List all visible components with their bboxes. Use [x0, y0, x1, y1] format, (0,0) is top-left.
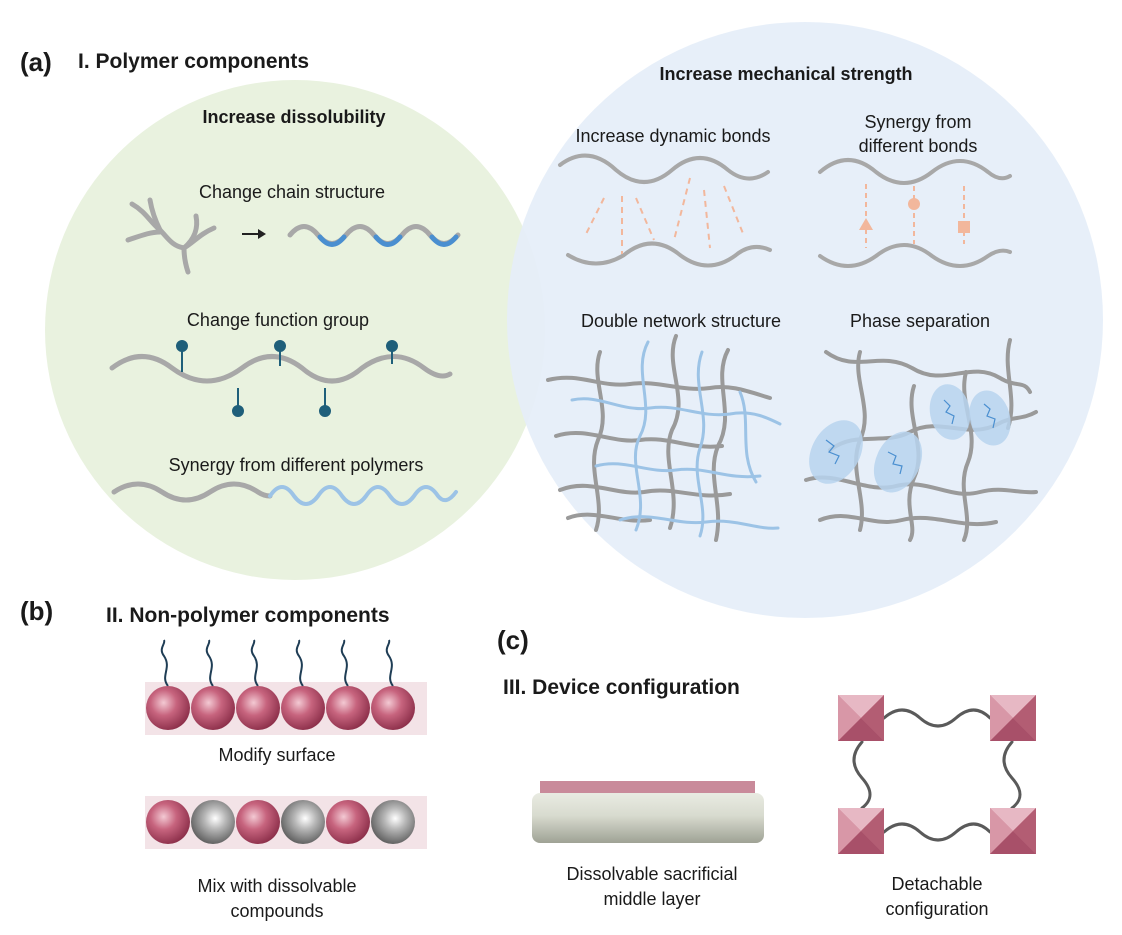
surface-ligands-icon: [160, 639, 394, 687]
chain-highlight-icon: [317, 234, 459, 247]
panel-b-tag: (b): [20, 596, 54, 626]
double-network-label: Double network structure: [580, 311, 782, 331]
sacrificial-layer-label-line2: middle layer: [603, 889, 701, 909]
mixed-particles-icon: [146, 800, 415, 844]
branched-polymer-icon: [125, 197, 217, 275]
panel-c-tag: (c): [497, 625, 529, 655]
synergy-bonds-label-line2: different bonds: [858, 136, 978, 156]
arrow-icon: [242, 229, 266, 239]
dissolubility-circle: [45, 80, 545, 580]
panel-a-title: I. Polymer components: [78, 50, 310, 73]
dissolubility-heading: Increase dissolubility: [202, 107, 386, 127]
mix-dissolvable-label-line2: compounds: [230, 901, 324, 921]
blue-polymer-chain-icon: [268, 485, 458, 506]
functional-chain-icon: [109, 354, 453, 384]
detachable-config-icon: [838, 695, 1036, 854]
panel-a-tag: (a): [20, 47, 52, 77]
detachable-label-line1: Detachable: [891, 874, 983, 894]
gray-polymer-chain-icon: [111, 481, 273, 503]
sacrificial-layer-icon: [532, 781, 764, 843]
dynamic-bonds-label: Increase dynamic bonds: [575, 126, 771, 146]
change-function-group-label: Change function group: [186, 310, 370, 330]
dynamic-bonds-icon: [558, 153, 772, 268]
linear-chain-icon: [287, 224, 461, 246]
surface-particles-icon: [146, 686, 415, 730]
function-group-icon: [176, 340, 398, 417]
phase-separation-label: Phase separation: [849, 311, 991, 331]
different-bonds-icon: [818, 158, 1012, 268]
modify-surface-label: Modify surface: [218, 745, 336, 765]
mix-dissolvable-label-line1: Mix with dissolvable: [197, 876, 357, 896]
detachable-label-line2: configuration: [885, 899, 989, 919]
change-chain-structure-label: Change chain structure: [198, 182, 386, 202]
panel-c-title: III. Device configuration: [503, 676, 740, 699]
sacrificial-layer-label-line1: Dissolvable sacrificial: [566, 864, 738, 884]
double-network-icon: [546, 334, 782, 542]
strength-heading: Increase mechanical strength: [659, 64, 913, 84]
panel-b-title: II. Non-polymer components: [106, 604, 390, 627]
synergy-polymers-label: Synergy from different polymers: [168, 455, 424, 475]
phase-separation-icon: [804, 338, 1038, 542]
synergy-bonds-label-line1: Synergy from: [864, 112, 972, 132]
